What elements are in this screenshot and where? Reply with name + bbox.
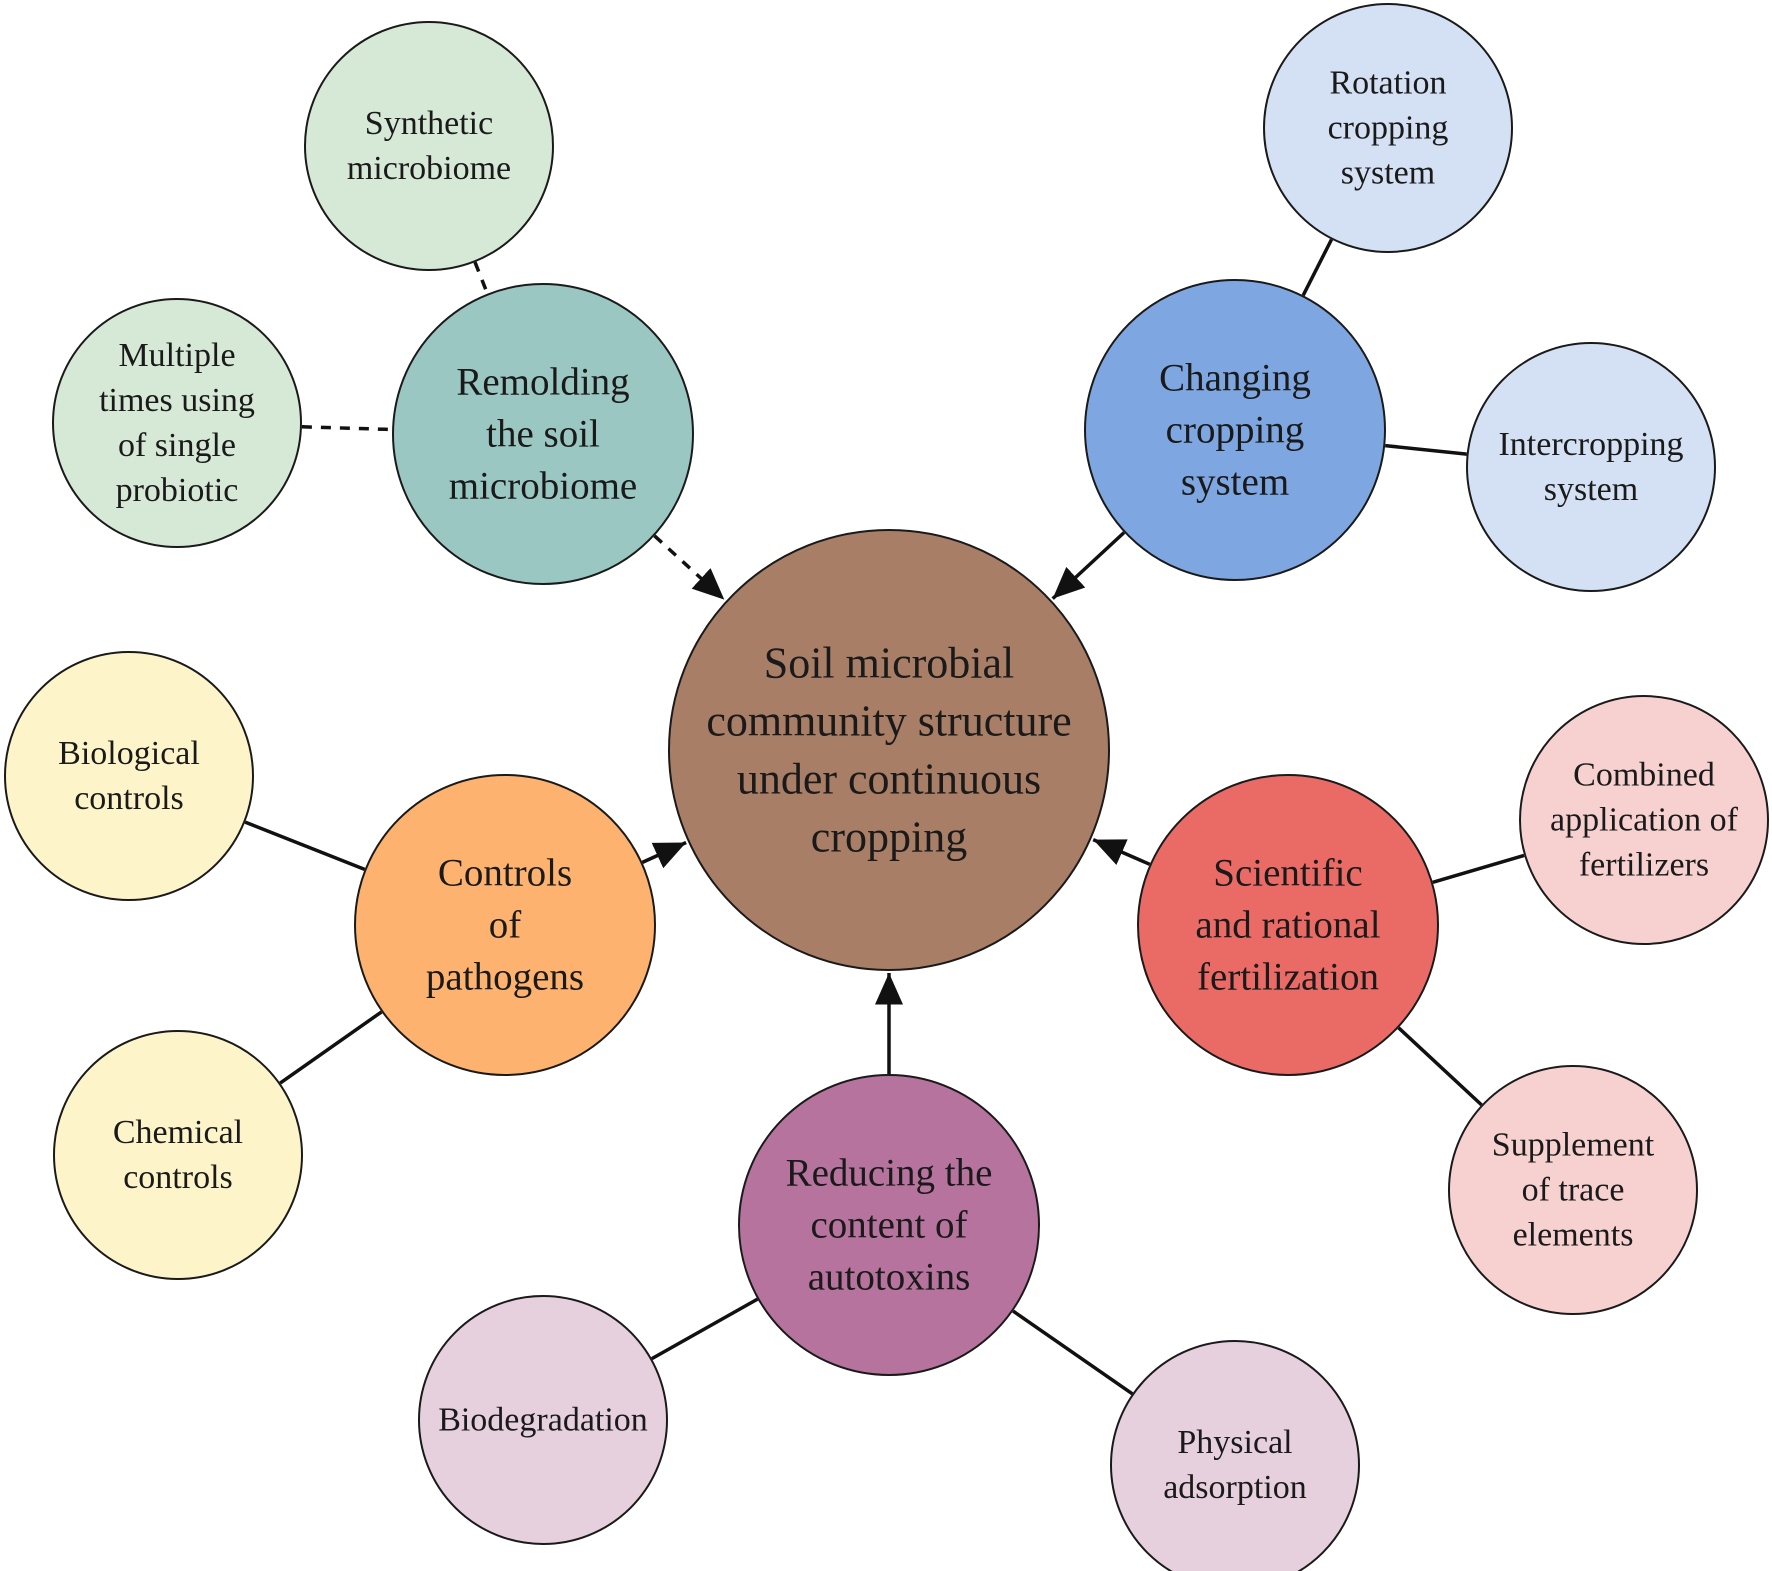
node-label-line: Controls [438,852,572,895]
node-label-line: of [489,904,522,947]
node-circle [1110,1340,1360,1571]
node-label-line: Scientific [1213,852,1362,895]
connector-intercropping-to-changing-cropping [1385,443,1467,456]
node-fertilization-strategy: Scientific and rational fertilization [1137,774,1439,1076]
node-label-line: pathogens [426,956,584,999]
connector-physical-adsorption-to-autotoxins [1012,1309,1134,1396]
node-label-line: Biological [58,735,200,772]
connector-synthetic-to-remolding [473,261,490,295]
node-label-line: probiotic [116,472,239,509]
node-circle [1084,279,1386,581]
node-label-line: Multiple [118,337,235,374]
arrow-fertilization-to-center [1092,837,1151,866]
node-biodegradation-method: Biodegradation [418,1295,668,1545]
node-label-line: content of [810,1204,967,1247]
node-label-line: Synthetic [365,105,493,142]
node-label-line: community structure [706,697,1071,746]
node-trace-elements-method: Supplement of trace elements [1448,1065,1698,1315]
node-label-line: Biodegradation [438,1402,648,1439]
node-combined-fertilizers-method: Combined application of fertilizers [1519,695,1769,945]
node-label-line: and rational [1195,904,1380,947]
node-label-line: controls [123,1159,233,1196]
node-synthetic-method: Synthetic microbiome [304,21,554,271]
node-label-line: microbiome [347,150,511,187]
node-label-line: Physical [1177,1424,1292,1461]
node-changing-cropping-strategy: Changing cropping system [1084,279,1386,581]
node-remolding-strategy: Remolding the soil microbiome [392,283,694,585]
node-label-line: of trace [1522,1172,1625,1209]
node-circle [418,1295,668,1545]
arrow-changing-cropping-to-center [1051,531,1126,600]
node-label-line: cropping [1328,110,1449,147]
arrow-controls-pathogens-to-center [641,840,687,869]
node-circle [1263,3,1513,253]
node-label-line: under continuous [737,755,1041,804]
node-label-line: application of [1550,802,1739,839]
node-circle [354,774,656,1076]
node-label-line: Reducing the [786,1152,993,1195]
connector-trace-elements-to-fertilization [1397,1026,1483,1107]
node-label-line: Soil microbial [764,639,1015,688]
node-label-line: Supplement [1492,1127,1655,1164]
arrow-remolding-to-center [653,534,726,601]
node-label-line: Remolding [456,361,629,404]
connector-layer [244,238,1525,1396]
node-chemical-method: Chemical controls [53,1030,303,1280]
node-label-line: Intercropping [1498,426,1683,463]
node-label-line: controls [74,780,184,817]
node-label-line: adsorption [1163,1469,1307,1506]
node-label-line: the soil [486,413,600,456]
node-label-line: fertilization [1197,956,1379,999]
node-center-hub: Soil microbial community structure under c… [668,529,1110,971]
node-circle [304,21,554,271]
node-label-line: system [1181,461,1289,504]
node-label-line: Combined [1573,757,1715,794]
node-intercropping-method: Intercropping system [1466,342,1716,592]
node-label-line: microbiome [449,465,637,508]
node-label-line: Chemical [113,1114,243,1151]
connector-biodegradation-to-autotoxins [651,1297,759,1361]
node-multiple-probiotic-method: Multiple times using of single probiotic [52,298,302,548]
node-label-line: Changing [1159,357,1311,400]
connector-multiple-probiotic-to-remolding [301,425,393,432]
node-label-line: system [1341,155,1435,192]
node-circle [668,529,1110,971]
node-physical-adsorption-method: Physical adsorption [1110,1340,1360,1571]
node-circle [1519,695,1769,945]
connector-biological-to-controls-pathogens [244,820,366,872]
node-circle [1448,1065,1698,1315]
connector-chemical-to-controls-pathogens [279,1010,383,1085]
node-rotation-method: Rotation cropping system [1263,3,1513,253]
node-label-line: cropping [1166,409,1305,452]
node-label-line: times using [99,382,255,419]
node-label-line: of single [118,427,236,464]
node-circle [53,1030,303,1280]
node-label-line: fertilizers [1579,847,1709,884]
node-biological-method: Biological controls [4,651,254,901]
connector-combined-fertilizers-to-fertilization [1432,853,1525,884]
node-circle [52,298,302,548]
node-circle [4,651,254,901]
node-autotoxins-strategy: Reducing the content of autotoxins [738,1074,1040,1376]
node-circle [1466,342,1716,592]
node-label-line: elements [1513,1217,1634,1254]
node-label-line: Rotation [1329,65,1446,102]
node-label-line: cropping [811,813,967,862]
node-circle [392,283,694,585]
node-label-line: system [1544,471,1638,508]
node-label-line: autotoxins [808,1256,971,1299]
node-controls-pathogens-strategy: Controls of pathogens [354,774,656,1076]
node-circle [738,1074,1040,1376]
node-layer: Soil microbial community structure under c… [4,3,1769,1571]
node-circle [1137,774,1439,1076]
connector-rotation-to-changing-cropping [1301,238,1334,297]
